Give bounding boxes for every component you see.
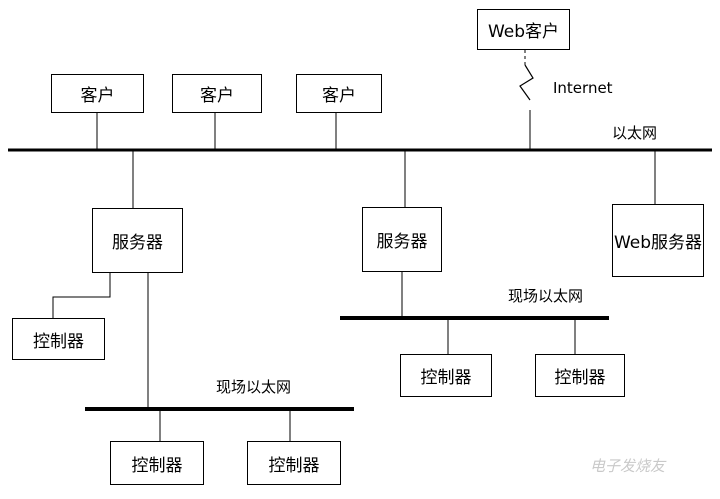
- client-node-2: 客户: [172, 74, 262, 113]
- ethernet-label: 以太网: [612, 124, 658, 142]
- internet-label: Internet: [553, 79, 613, 97]
- client-node-3: 客户: [296, 74, 382, 113]
- server-mid-node: 服务器: [362, 207, 442, 272]
- field-ethernet-bottom-label: 现场以太网: [216, 378, 292, 396]
- controller-bottom-node-2: 控制器: [247, 441, 341, 485]
- controller-bottom-node-1: 控制器: [110, 441, 204, 485]
- client-node-1: 客户: [51, 74, 144, 113]
- server-left-to-controller-link: [52, 272, 111, 318]
- internet-lightning-icon: [519, 64, 534, 101]
- web-client-node: Web客户: [477, 9, 570, 50]
- server-left-node: 服务器: [92, 208, 183, 273]
- controller-left-node: 控制器: [12, 318, 105, 360]
- controller-right-node-1: 控制器: [400, 354, 492, 397]
- controller-right-node-2: 控制器: [535, 354, 625, 397]
- field-ethernet-right-label: 现场以太网: [508, 287, 584, 305]
- web-server-node: Web服务器: [612, 204, 704, 277]
- watermark-logo: 电子发烧友: [590, 457, 666, 475]
